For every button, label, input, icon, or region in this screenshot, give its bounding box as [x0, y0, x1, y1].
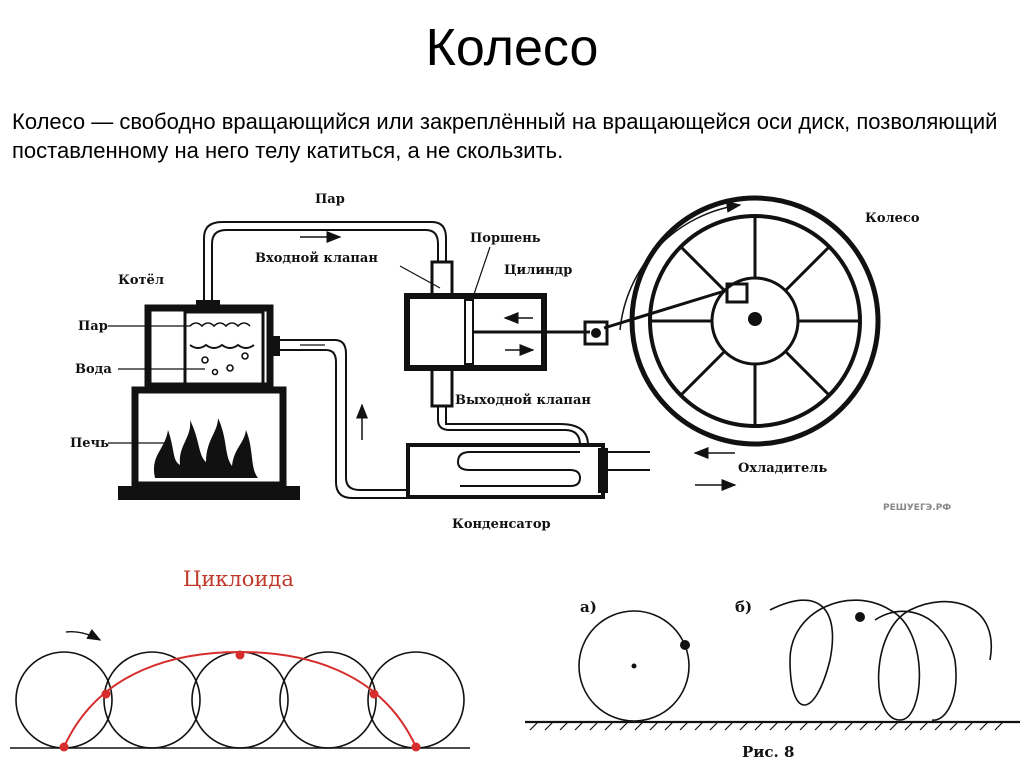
furnace	[118, 386, 300, 500]
figure-8: а) б) Рис. 8	[525, 598, 1020, 761]
label-cylinder: Цилиндр	[504, 263, 572, 278]
boiler	[144, 300, 274, 390]
label-outlet-valve: Выходной клапан	[455, 393, 591, 408]
watermark-text: РЕШУЕГЭ.РФ	[883, 503, 951, 513]
label-piston: Поршень	[470, 231, 541, 246]
figure-label-b: б)	[735, 598, 752, 616]
label-furnace: Печь	[70, 436, 109, 451]
label-steam-pipe: Пар	[315, 192, 345, 207]
label-water: Вода	[75, 362, 112, 377]
label-steam: Пар	[78, 319, 108, 334]
cylinder	[404, 260, 609, 408]
page-title: Колесо	[425, 19, 599, 77]
label-inlet-valve: Входной клапан	[255, 251, 378, 266]
cycloid-title: Циклоида	[183, 567, 294, 591]
cycloid-diagram: Циклоида	[10, 567, 470, 752]
label-condenser: Конденсатор	[452, 517, 551, 532]
figure-label-a: а)	[580, 598, 597, 616]
condenser	[406, 443, 737, 499]
label-boiler: Котёл	[118, 273, 164, 288]
wheel	[603, 195, 881, 447]
figure-caption: Рис. 8	[742, 743, 794, 761]
label-wheel: Колесо	[865, 211, 920, 226]
label-coolant: Охладитель	[738, 461, 827, 476]
steam-engine-diagram: Пар Котёл Пар Вода Печь Входной клапан П…	[70, 192, 951, 532]
page-description: Колесо — свободно вращающийся или закреп…	[12, 109, 998, 163]
